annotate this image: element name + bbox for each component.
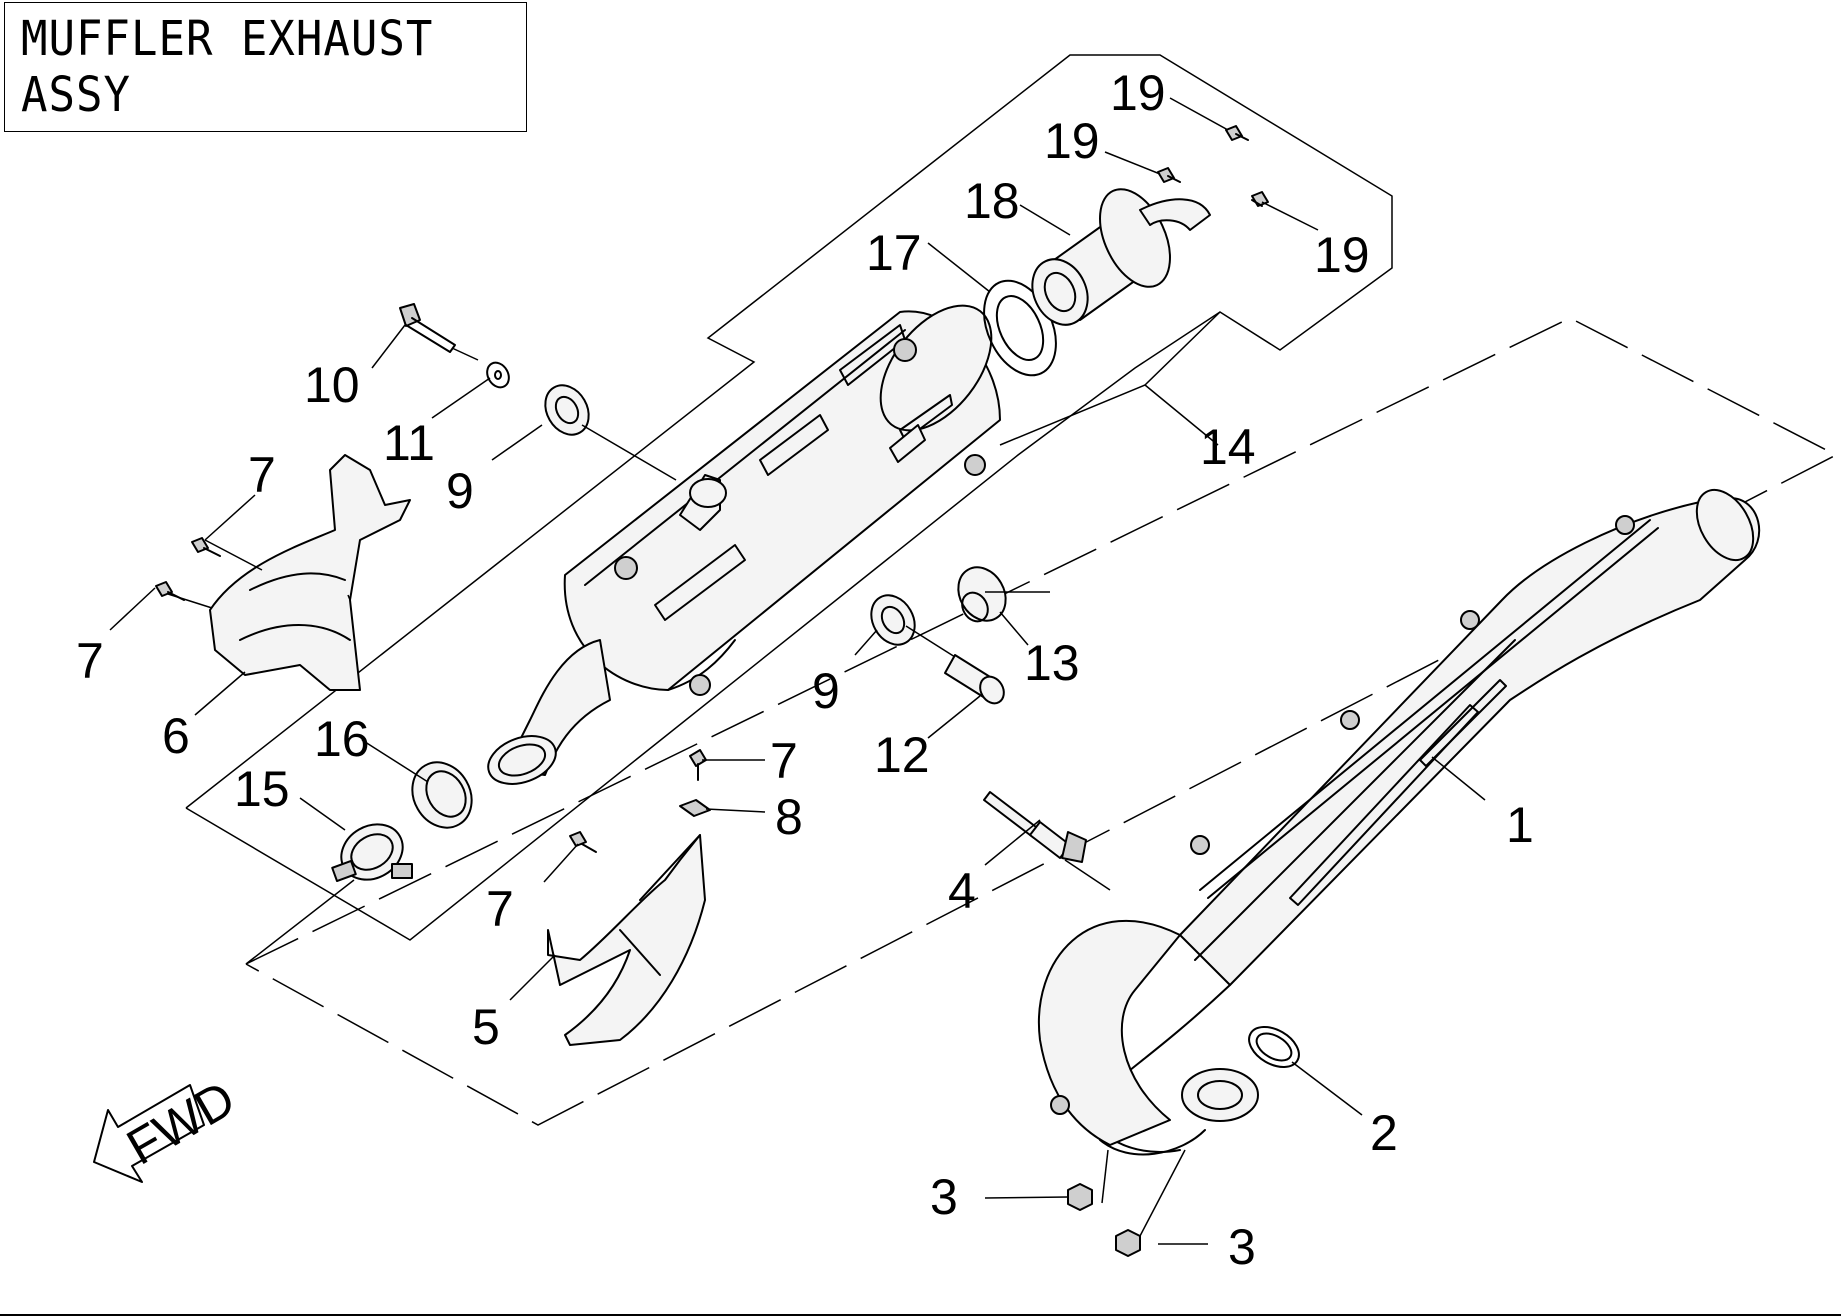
bushing-a	[544, 384, 590, 436]
spark-arrester	[1031, 188, 1211, 326]
page-title: MUFFLER EXHAUST ASSY	[21, 10, 434, 124]
callout-3a: 3	[930, 1169, 958, 1225]
callout-4: 4	[948, 863, 976, 919]
callout-7d: 7	[486, 881, 514, 937]
bolt-7c	[689, 749, 707, 781]
callout-19c: 19	[1314, 227, 1370, 283]
assembly-outline-14	[185, 54, 1393, 941]
callout-16: 16	[314, 711, 370, 767]
callout-9b: 9	[812, 663, 840, 719]
callout-18: 18	[964, 173, 1020, 229]
sleeve-ring	[411, 761, 473, 829]
grommet	[957, 566, 1007, 623]
callout-17: 17	[866, 225, 922, 281]
bolt-7a	[191, 537, 221, 557]
bolt-7d	[569, 831, 597, 853]
fwd-label: FWD	[118, 1070, 245, 1175]
heat-shield-upper	[209, 454, 411, 691]
callout-7c: 7	[770, 733, 798, 789]
callout-13: 13	[1024, 635, 1080, 691]
fwd-arrow-icon: FWD	[93, 1070, 245, 1183]
leader-lines	[109, 97, 1486, 1245]
nut-b	[1115, 1229, 1141, 1257]
callout-5: 5	[472, 999, 500, 1055]
callout-19a: 19	[1110, 65, 1166, 121]
assembly-outline-1	[245, 317, 1838, 1126]
callout-11: 11	[383, 415, 435, 471]
heat-shield-lower	[547, 834, 706, 1046]
callout-2: 2	[1370, 1105, 1398, 1161]
callout-3b: 3	[1228, 1219, 1256, 1275]
muffler-body	[487, 304, 1001, 785]
clamp	[331, 823, 413, 882]
bolt-19a	[1225, 125, 1249, 141]
callout-labels: 1 2 3 3 4 5 6 7 7 7 7 8 9 9 10 11 12 13 …	[76, 65, 1534, 1275]
callout-10: 10	[304, 357, 360, 413]
header-pipe	[1037, 488, 1761, 1156]
nut-8	[679, 799, 711, 817]
nut-a	[1067, 1183, 1093, 1211]
callout-7b: 7	[76, 633, 104, 689]
callout-8: 8	[775, 789, 803, 845]
callout-14: 14	[1200, 419, 1256, 475]
title-box: MUFFLER EXHAUST ASSY	[4, 2, 527, 132]
callout-12: 12	[874, 727, 930, 783]
callout-1: 1	[1506, 797, 1534, 853]
callout-7a: 7	[248, 447, 276, 503]
oxygen-sensor	[983, 791, 1087, 863]
gasket	[1248, 1026, 1300, 1068]
bolt-19b	[1157, 167, 1181, 183]
callout-15: 15	[234, 761, 290, 817]
bushing-b	[870, 594, 916, 646]
callout-9a: 9	[446, 463, 474, 519]
callout-19b: 19	[1044, 113, 1100, 169]
collar-sleeve	[944, 654, 1005, 705]
bolt	[399, 303, 456, 353]
callout-6: 6	[162, 708, 190, 764]
washer	[486, 361, 510, 389]
